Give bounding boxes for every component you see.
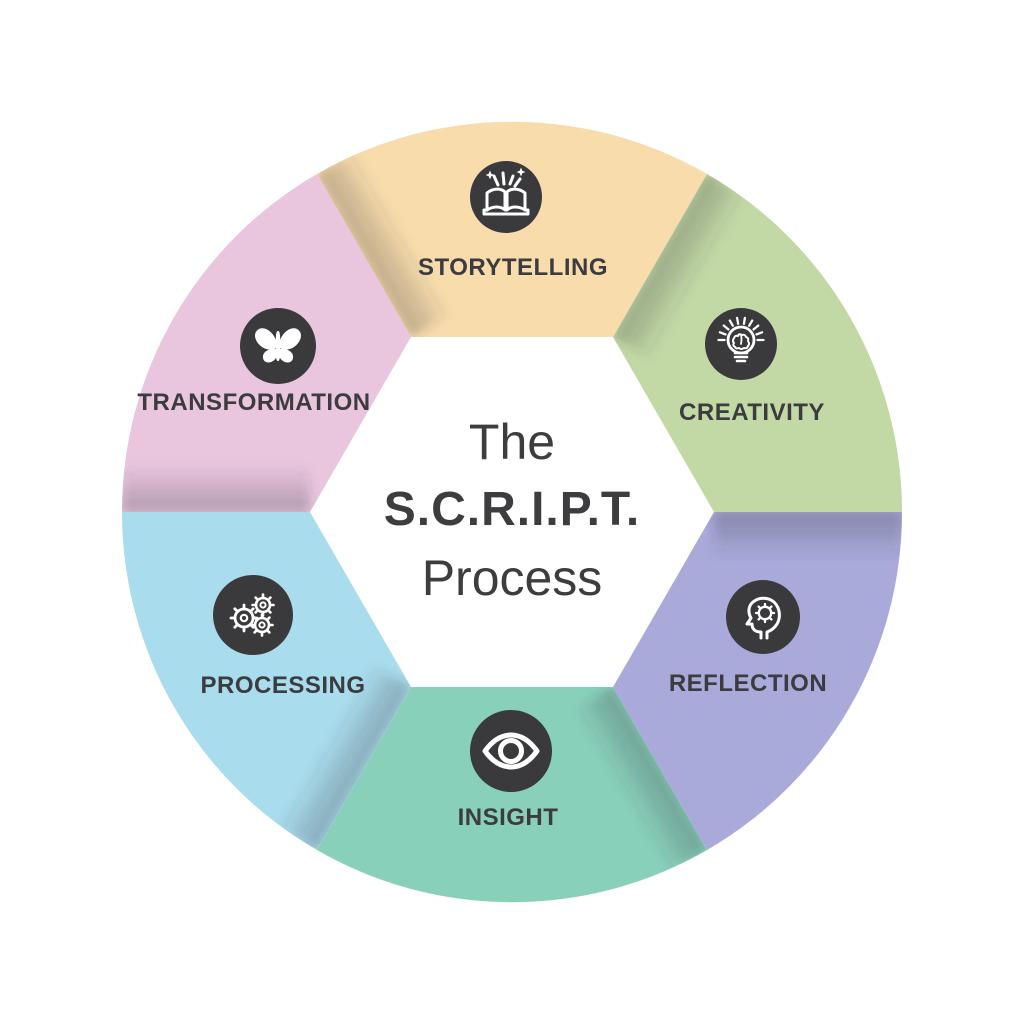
storytelling-badge bbox=[470, 161, 542, 233]
insight-badge bbox=[470, 710, 552, 792]
center-title: The S.C.R.I.P.T. Process bbox=[384, 408, 641, 612]
segment-label-transformation: TRANSFORMATION bbox=[137, 389, 371, 416]
processing-badge bbox=[213, 575, 293, 655]
title-line-the: The bbox=[468, 414, 556, 470]
lightbulb-brain-icon bbox=[717, 316, 765, 363]
title-line-script: S.C.R.I.P.T. bbox=[383, 483, 641, 536]
butterfly-icon bbox=[255, 328, 301, 363]
segment-label-processing: PROCESSING bbox=[200, 672, 366, 699]
title-line-process: Process bbox=[421, 550, 603, 606]
segment-label-insight: INSIGHT bbox=[457, 804, 559, 831]
segment-label-storytelling: STORYTELLING bbox=[417, 254, 609, 281]
fold-shadows bbox=[122, 151, 902, 873]
head-gear-icon bbox=[745, 596, 781, 640]
gears-icon bbox=[229, 593, 275, 637]
reflection-badge bbox=[726, 580, 800, 654]
transformation-badge bbox=[240, 308, 316, 384]
creativity-badge bbox=[705, 308, 777, 380]
segment-label-creativity: CREATIVITY bbox=[679, 399, 825, 426]
book-sparkles-icon bbox=[482, 167, 530, 216]
segment-label-reflection: REFLECTION bbox=[668, 670, 828, 697]
eye-icon bbox=[482, 732, 540, 770]
